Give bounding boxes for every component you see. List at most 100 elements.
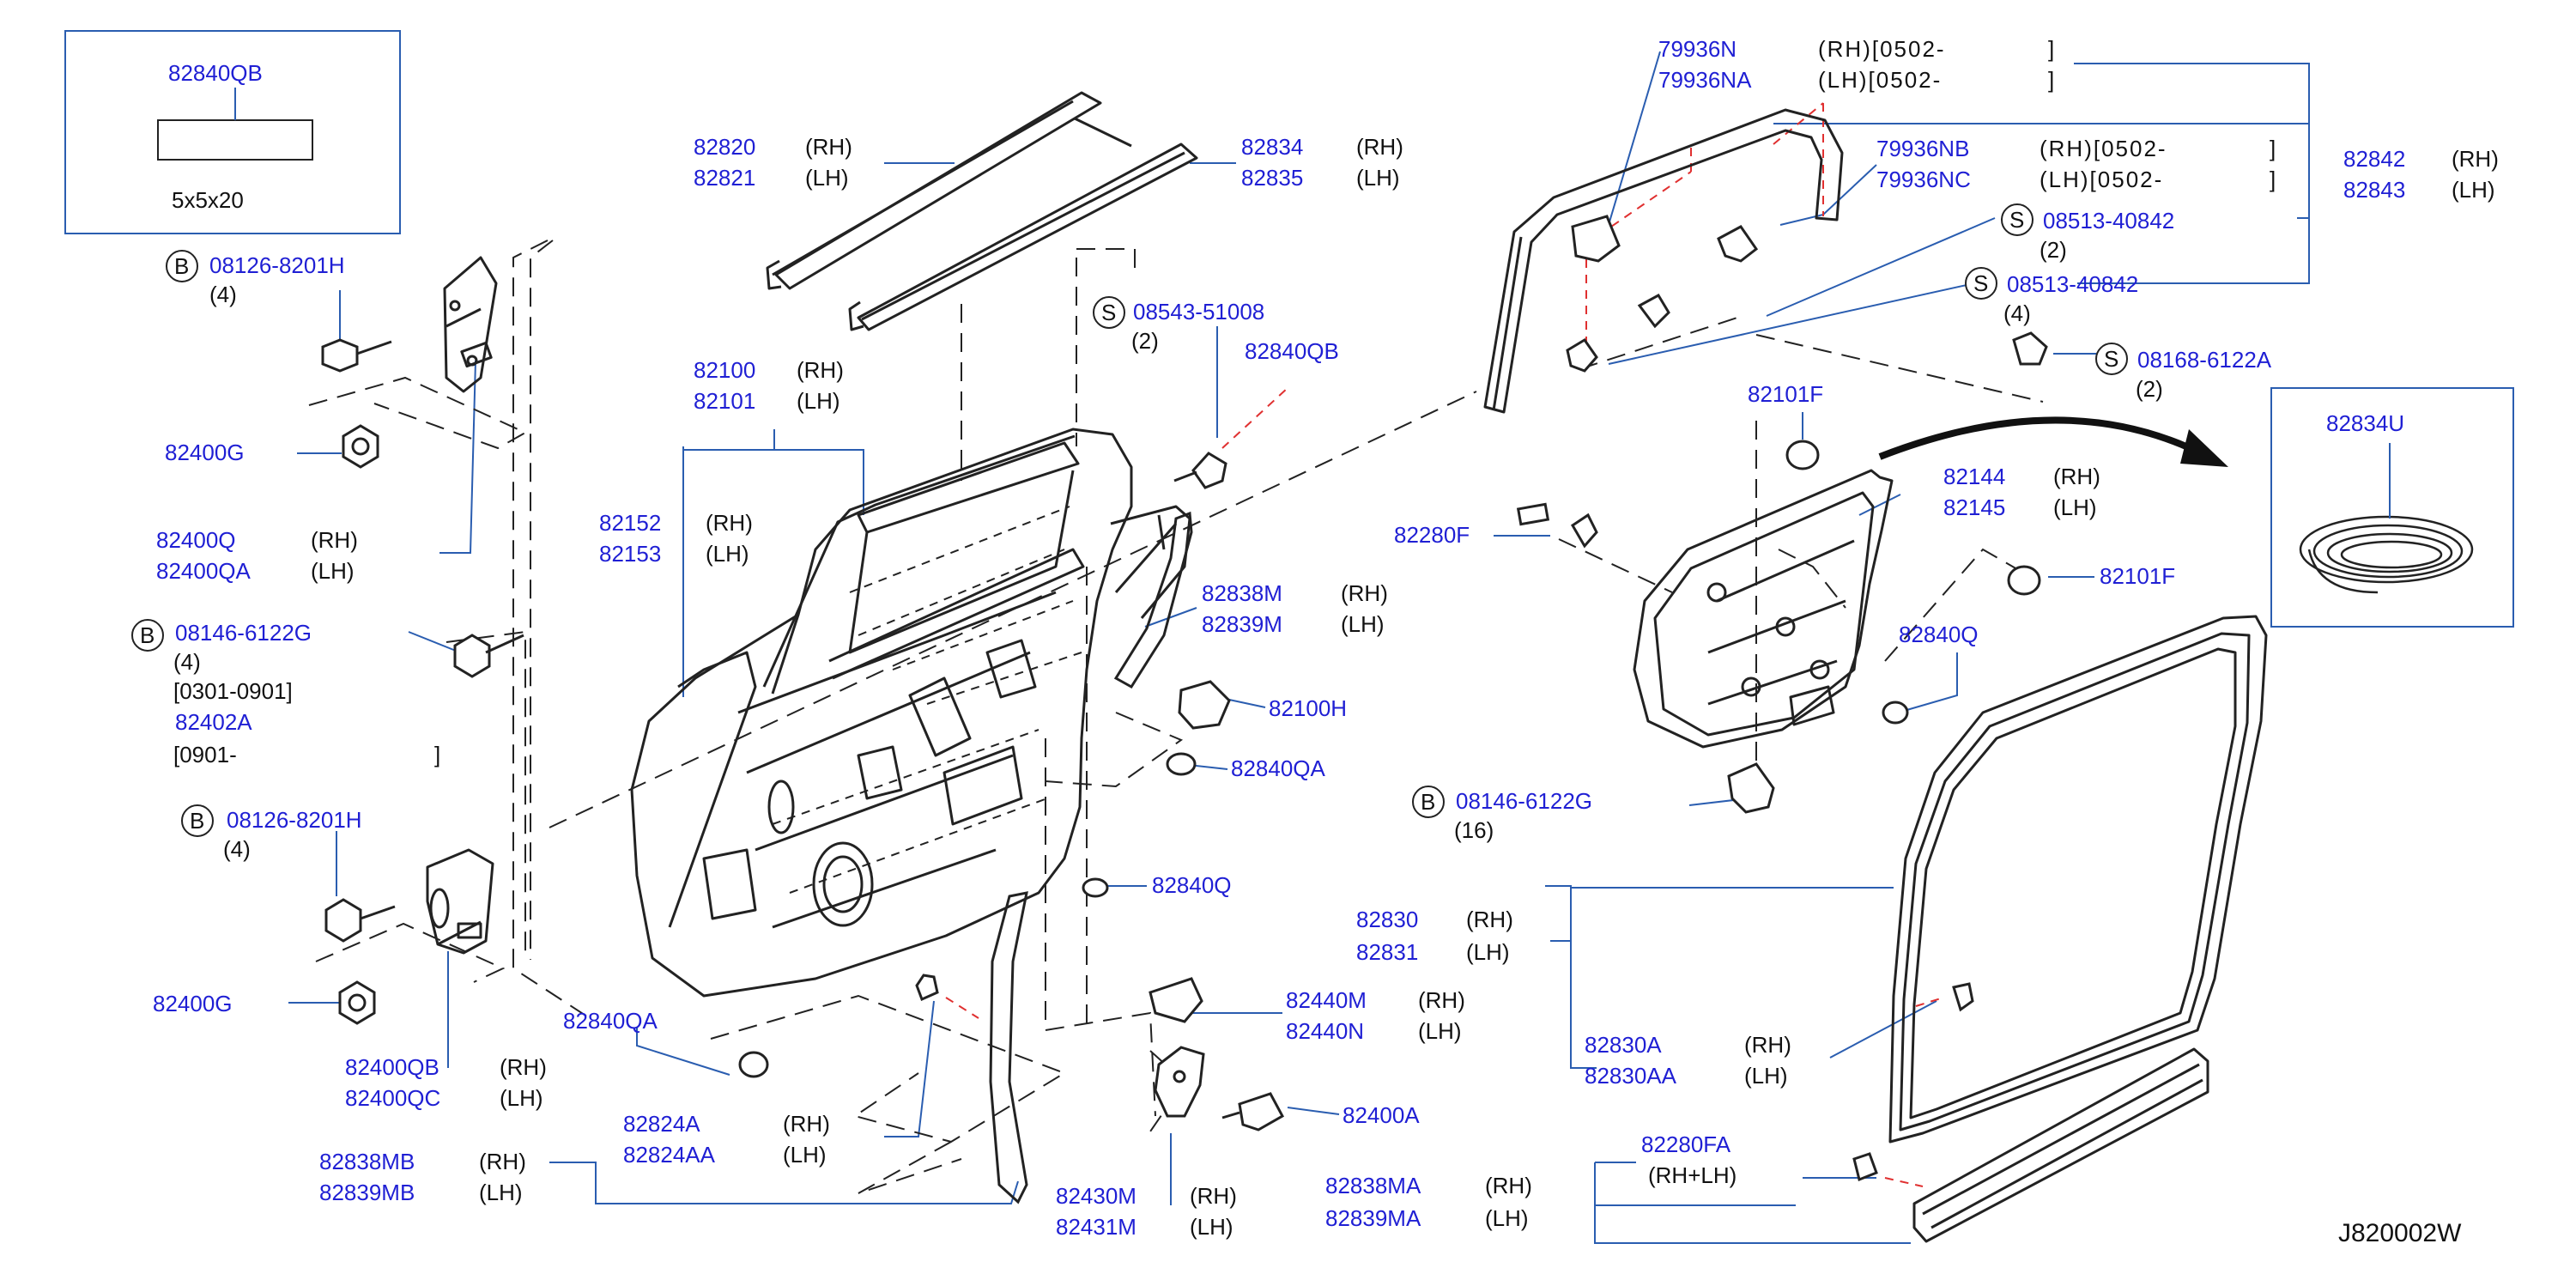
- part-82144[interactable]: 82144: [1943, 464, 2006, 489]
- lh-label: (LH): [1190, 1214, 1233, 1240]
- part-82400QA[interactable]: 82400QA: [156, 558, 251, 584]
- inset-box-82834U: [2271, 388, 2513, 627]
- part-82821[interactable]: 82821: [694, 165, 756, 191]
- rh-label: (RH): [1356, 134, 1403, 160]
- part-82840QB-box[interactable]: 82840QB: [168, 60, 263, 86]
- part-82440N[interactable]: 82440N: [1286, 1018, 1365, 1044]
- bracket-close: ]: [2048, 67, 2055, 93]
- part-08126-8201H[interactable]: 08126-8201H: [209, 252, 345, 278]
- rhlh-label: (RH+LH): [1648, 1162, 1737, 1188]
- part-82830A[interactable]: 82830A: [1585, 1032, 1662, 1058]
- lh-label: (LH): [1744, 1063, 1788, 1089]
- qty: (4): [209, 282, 237, 307]
- qty: (4): [2003, 300, 2031, 326]
- rh-label: (RH): [1190, 1183, 1237, 1209]
- part-08513-40842[interactable]: 08513-40842: [2007, 271, 2139, 297]
- part-79936NB[interactable]: 79936NB: [1876, 136, 1970, 161]
- date-range: [0301-0901]: [173, 678, 293, 704]
- part-82430M[interactable]: 82430M: [1056, 1183, 1136, 1209]
- rh-label: (RH): [311, 527, 358, 553]
- part-82400G[interactable]: 82400G: [153, 991, 233, 1016]
- part-08146-6122G[interactable]: 08146-6122G: [1456, 788, 1593, 814]
- part-82840QB[interactable]: 82840QB: [1245, 338, 1339, 364]
- part-82153[interactable]: 82153: [599, 541, 662, 567]
- bolt-icon: [326, 900, 361, 941]
- part-08513-40842[interactable]: 08513-40842: [2043, 208, 2175, 234]
- part-82400QB[interactable]: 82400QB: [345, 1054, 439, 1080]
- part-82152[interactable]: 82152: [599, 510, 662, 536]
- part-79936NC[interactable]: 79936NC: [1876, 167, 1971, 192]
- part-08126-8201H[interactable]: 08126-8201H: [227, 807, 362, 833]
- part-82431M[interactable]: 82431M: [1056, 1214, 1136, 1240]
- rh-label: (RH): [1466, 907, 1513, 932]
- part-82101F[interactable]: 82101F: [2100, 563, 2176, 589]
- part-82840Q[interactable]: 82840Q: [1152, 872, 1232, 898]
- part-82830[interactable]: 82830: [1356, 907, 1419, 932]
- lh-label: (LH): [797, 388, 840, 414]
- part-82100H[interactable]: 82100H: [1269, 695, 1348, 721]
- lh-range: (LH)[0502-: [1818, 67, 1943, 93]
- part-79936N[interactable]: 79936N: [1658, 36, 1737, 62]
- part-82824A[interactable]: 82824A: [623, 1111, 700, 1137]
- part-82824AA[interactable]: 82824AA: [623, 1142, 715, 1168]
- rh-label: (RH): [2053, 464, 2100, 489]
- rh-label: (RH): [797, 357, 844, 383]
- part-82400G[interactable]: 82400G: [165, 440, 245, 465]
- part-82830AA[interactable]: 82830AA: [1585, 1063, 1676, 1089]
- rh-label: (RH): [1341, 580, 1388, 606]
- rh-label: (RH): [706, 510, 753, 536]
- part-82838MB[interactable]: 82838MB: [319, 1149, 415, 1174]
- part-82831[interactable]: 82831: [1356, 939, 1419, 965]
- part-82840QA[interactable]: 82840QA: [1231, 755, 1325, 781]
- hinge-upper-icon: [445, 258, 496, 391]
- part-08168-6122A[interactable]: 08168-6122A: [2137, 347, 2272, 373]
- part-82400Q[interactable]: 82400Q: [156, 527, 236, 553]
- part-82400QC[interactable]: 82400QC: [345, 1085, 441, 1111]
- part-82838M[interactable]: 82838M: [1202, 580, 1282, 606]
- part-82834[interactable]: 82834: [1241, 134, 1304, 160]
- screw-icon: [1193, 453, 1226, 488]
- part-82840QA[interactable]: 82840QA: [563, 1008, 658, 1034]
- s-marker: S: [1973, 270, 1989, 296]
- part-82839M[interactable]: 82839M: [1202, 611, 1282, 637]
- lh-label: (LH): [1341, 611, 1385, 637]
- lh-label: (LH): [1356, 165, 1400, 191]
- part-82839MA[interactable]: 82839MA: [1325, 1205, 1421, 1231]
- part-82280FA[interactable]: 82280FA: [1641, 1131, 1731, 1157]
- lh-range: (LH)[0502-: [2040, 167, 2164, 192]
- b-marker: B: [1421, 789, 1436, 815]
- part-82843[interactable]: 82843: [2343, 177, 2406, 203]
- hinge-lower-icon: [427, 850, 493, 953]
- rh-label: (RH): [783, 1111, 830, 1137]
- part-82834U[interactable]: 82834U: [2326, 410, 2405, 436]
- rh-range: (RH)[0502-: [1818, 36, 1946, 62]
- bracket-close: ]: [2048, 36, 2055, 62]
- part-82101[interactable]: 82101: [694, 388, 756, 414]
- qty: (4): [173, 649, 201, 675]
- s-marker: S: [2104, 346, 2119, 372]
- lh-label: (LH): [1485, 1205, 1529, 1231]
- qty: (2): [1131, 328, 1159, 354]
- part-82835[interactable]: 82835: [1241, 165, 1304, 191]
- part-82440M[interactable]: 82440M: [1286, 987, 1367, 1013]
- part-82400A[interactable]: 82400A: [1343, 1102, 1420, 1128]
- part-82101F[interactable]: 82101F: [1748, 381, 1824, 407]
- rh-label: (RH): [479, 1149, 526, 1174]
- part-82838MA[interactable]: 82838MA: [1325, 1173, 1421, 1198]
- part-82402A[interactable]: 82402A: [175, 709, 252, 735]
- part-82842[interactable]: 82842: [2343, 146, 2406, 172]
- part-08543-51008[interactable]: 08543-51008: [1133, 299, 1265, 325]
- part-82100[interactable]: 82100: [694, 357, 756, 383]
- part-82145[interactable]: 82145: [1943, 494, 2006, 520]
- part-82820[interactable]: 82820: [694, 134, 756, 160]
- part-79936NA[interactable]: 79936NA: [1658, 67, 1752, 93]
- b-marker: B: [174, 253, 190, 279]
- lh-label: (LH): [2452, 177, 2495, 203]
- part-82280F[interactable]: 82280F: [1394, 522, 1470, 548]
- size-label: 5x5x20: [172, 187, 244, 213]
- part-08146-6122G[interactable]: 08146-6122G: [175, 620, 312, 646]
- part-82839MB[interactable]: 82839MB: [319, 1180, 415, 1205]
- lh-label: (LH): [805, 165, 849, 191]
- part-82840Q[interactable]: 82840Q: [1899, 622, 1979, 647]
